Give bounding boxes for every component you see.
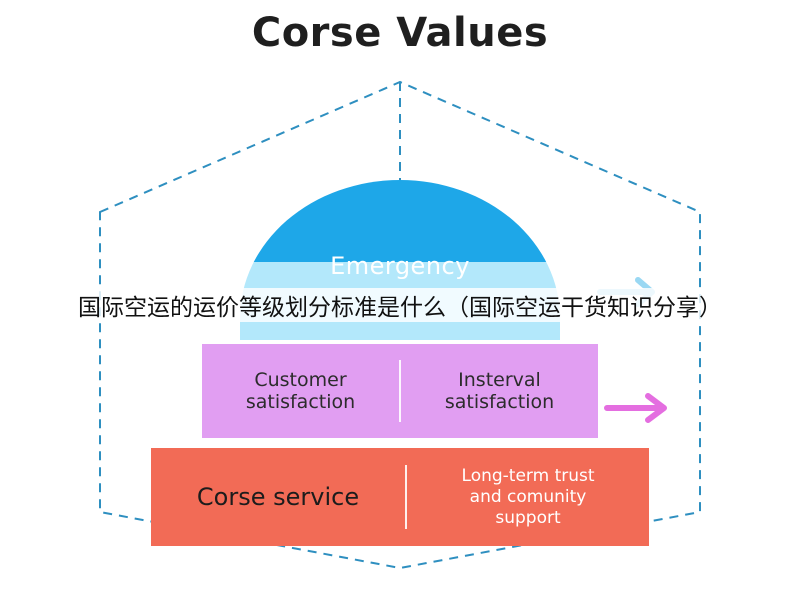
arrow-right-icon	[604, 393, 667, 423]
middle-layer: Customer satisfaction Insterval satisfac…	[202, 344, 598, 438]
base-right-label: Long-term trust and comunity support	[461, 465, 595, 528]
base-divider	[405, 465, 408, 529]
dome-label: Emergency	[330, 252, 470, 280]
diagram-title: Corse Values	[251, 10, 549, 56]
base-left-label: Corse service	[196, 483, 360, 511]
middle-left-label: Customer satisfaction	[245, 369, 356, 413]
middle-divider	[399, 360, 401, 422]
middle-right-label: Insterval satisfaction	[444, 369, 555, 413]
base-layer: Corse service Long-term trust and comuni…	[151, 448, 649, 546]
overlay-caption: 国际空运的运价等级划分标准是什么（国际空运干货知识分享）	[0, 288, 800, 322]
